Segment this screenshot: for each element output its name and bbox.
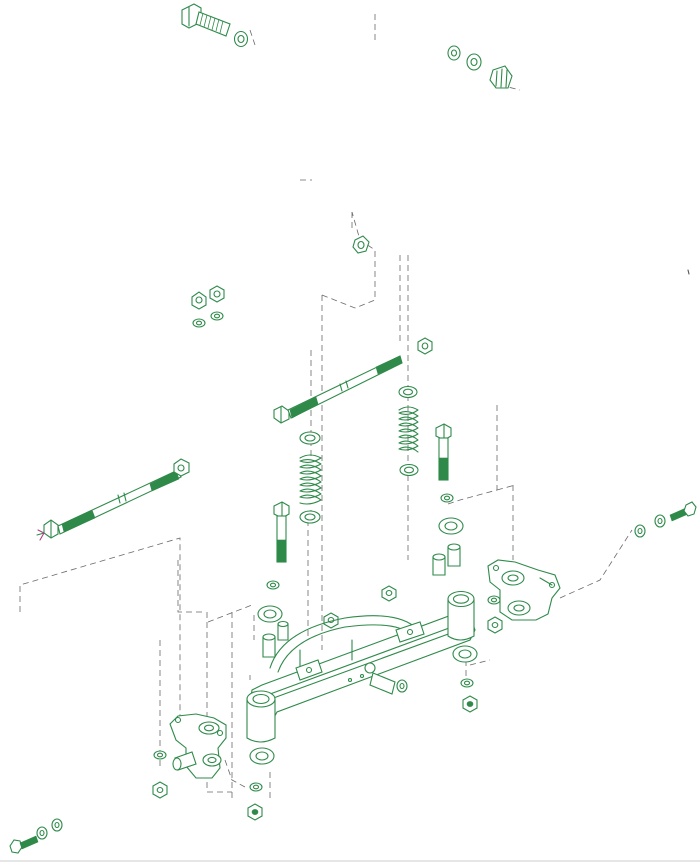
right-small-bolt	[634, 501, 697, 538]
left-spring-stack	[299, 431, 322, 524]
frame-nuts	[323, 585, 397, 629]
stray-marks	[687, 269, 690, 275]
upper-washer	[352, 235, 370, 254]
lower-long-bolt	[36, 458, 190, 541]
bottom-left-small-bolt	[9, 818, 63, 854]
right-spring-stack	[398, 385, 419, 477]
right-hex-bolt	[435, 423, 454, 503]
right-bracket	[487, 559, 561, 634]
nut-cluster	[191, 285, 225, 328]
right-lower-parts	[452, 645, 478, 713]
frame-crossmember	[246, 590, 476, 743]
assembly-guide-lines	[19, 14, 633, 800]
upper-long-bolt	[273, 337, 433, 424]
left-bracket	[152, 713, 227, 799]
top-hex-bolt	[181, 3, 249, 48]
right-bushings	[432, 517, 464, 576]
left-hex-bolt	[266, 501, 290, 590]
left-bushings	[257, 605, 289, 658]
washer	[233, 30, 249, 48]
castle-nut-stack	[447, 45, 513, 89]
left-lower-parts	[247, 747, 275, 821]
